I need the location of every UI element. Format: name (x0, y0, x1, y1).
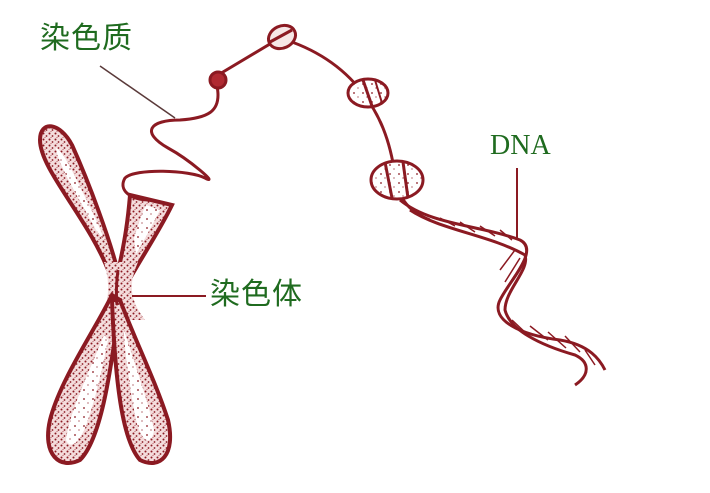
chromatin-leader-line (99, 65, 176, 119)
chromatin-label: 染色质 (40, 21, 133, 56)
nucleosomes (208, 23, 425, 201)
chromatin-fiber (121, 74, 220, 202)
chromosome-label: 染色体 (210, 277, 303, 312)
dna-double-helix (399, 198, 607, 387)
chromosome (37, 124, 175, 466)
dna-label: DNA (490, 130, 551, 161)
